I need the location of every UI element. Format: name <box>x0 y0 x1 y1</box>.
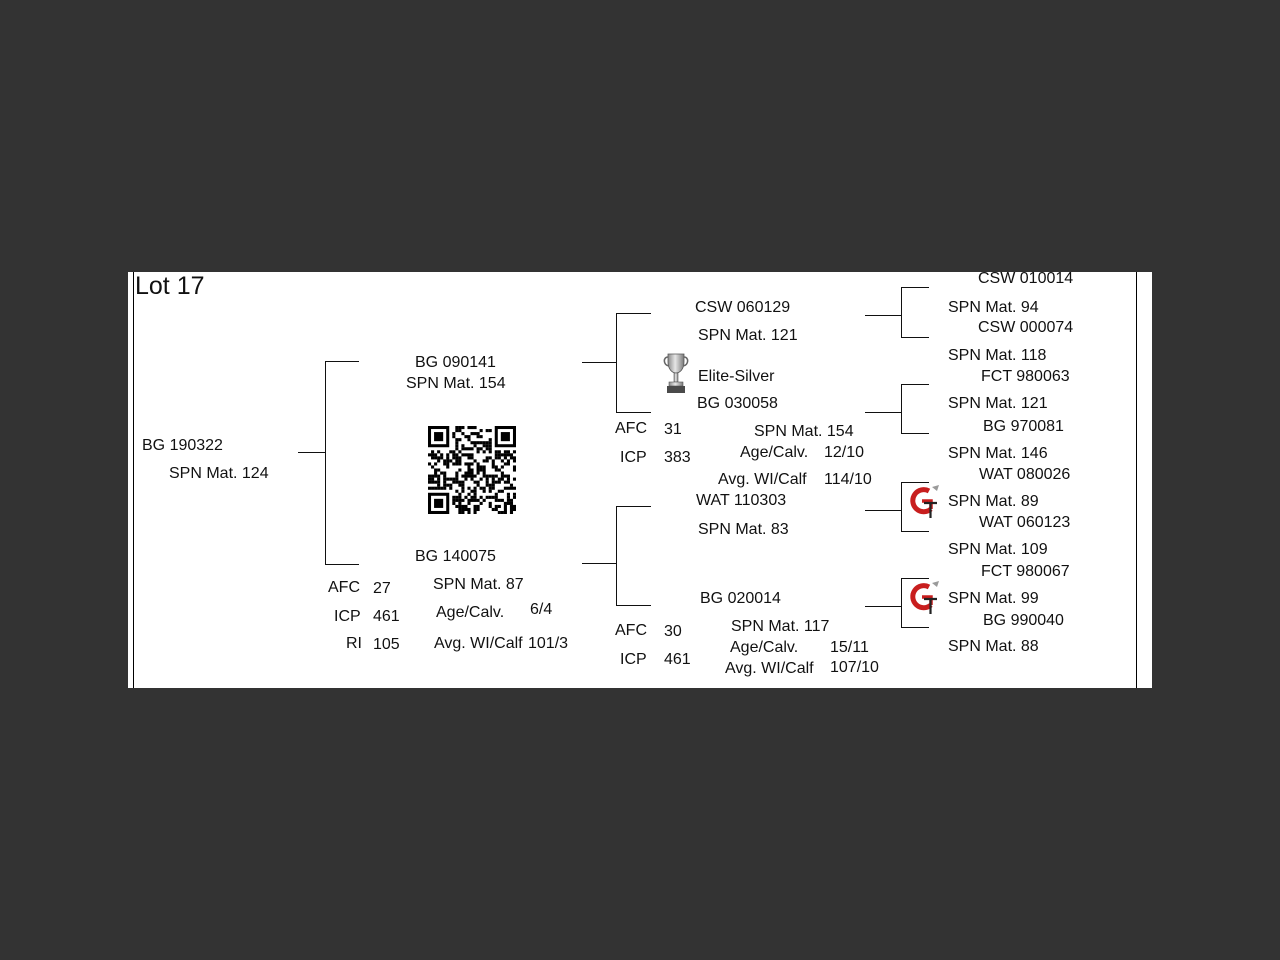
sire-mat: SPN Mat. 154 <box>406 375 506 392</box>
dam-afc-label: AFC <box>328 579 360 596</box>
dam-age-label: Age/Calv. <box>436 604 505 621</box>
bracket-line <box>582 563 616 564</box>
ggp-8-id: BG 990040 <box>983 612 1064 629</box>
dd-mat: SPN Mat. 117 <box>731 618 830 635</box>
dam-icp-label: ICP <box>334 608 361 625</box>
left-border <box>133 272 134 688</box>
bracket-line <box>901 482 902 531</box>
trophy-icon <box>663 353 689 393</box>
sd-age-label: Age/Calv. <box>740 444 809 461</box>
bracket-line <box>616 313 651 314</box>
sd-avg-label: Avg. WI/Calf <box>718 471 807 488</box>
ggp-1-mat: SPN Mat. 94 <box>948 299 1039 316</box>
dam-ri-value: 105 <box>373 636 400 653</box>
bracket-line <box>901 287 929 288</box>
bracket-line <box>616 605 651 606</box>
sd-icp-label: ICP <box>620 449 647 466</box>
bracket-line <box>865 412 901 413</box>
ds-mat: SPN Mat. 83 <box>698 521 789 538</box>
sd-afc-label: AFC <box>615 420 647 437</box>
ggp-8-mat: SPN Mat. 88 <box>948 638 1039 655</box>
bracket-line <box>901 287 902 337</box>
bracket-line <box>616 313 617 412</box>
ggp-4-mat: SPN Mat. 146 <box>948 445 1048 462</box>
bracket-line <box>901 433 929 434</box>
gt-logo-icon <box>910 485 939 518</box>
dd-icp-value: 461 <box>664 651 691 668</box>
ggp-3-id: FCT 980063 <box>981 368 1070 385</box>
dd-avg-label: Avg. WI/Calf <box>725 660 814 677</box>
dd-afc-value: 30 <box>664 623 682 640</box>
right-border <box>1136 272 1137 688</box>
bracket-line <box>901 337 929 338</box>
bracket-line <box>901 578 929 579</box>
bracket-line <box>325 564 359 565</box>
subject-mat: SPN Mat. 124 <box>169 465 269 482</box>
dd-age-value: 15/11 <box>830 639 869 656</box>
sd-mat: SPN Mat. 154 <box>754 423 854 440</box>
sd-icp-value: 383 <box>664 449 691 466</box>
ggp-6-mat: SPN Mat. 109 <box>948 541 1048 558</box>
sd-afc-value: 31 <box>664 421 682 438</box>
ggp-3-mat: SPN Mat. 121 <box>948 395 1048 412</box>
bracket-line <box>901 384 929 385</box>
sire-id: BG 090141 <box>415 354 496 371</box>
dam-mat: SPN Mat. 87 <box>433 576 524 593</box>
bracket-line <box>901 627 929 628</box>
ggp-4-id: BG 970081 <box>983 418 1064 435</box>
sd-id: BG 030058 <box>697 395 778 412</box>
ggp-6-id: WAT 060123 <box>979 514 1071 531</box>
bracket-line <box>901 578 902 627</box>
dam-avg-label: Avg. WI/Calf <box>434 635 523 652</box>
sd-age-value: 12/10 <box>824 444 865 461</box>
ggp-1-id: CSW 010014 <box>978 272 1074 287</box>
ggp-5-mat: SPN Mat. 89 <box>948 493 1039 510</box>
bracket-line <box>325 361 359 362</box>
bracket-line <box>865 510 901 511</box>
sd-avg-value: 114/10 <box>824 471 872 488</box>
dam-icp-value: 461 <box>373 608 400 625</box>
sd-badge: Elite-Silver <box>698 368 775 385</box>
dd-age-label: Age/Calv. <box>730 639 799 656</box>
ggp-2-mat: SPN Mat. 118 <box>948 347 1047 364</box>
bracket-line <box>616 412 651 413</box>
ggp-7-mat: SPN Mat. 99 <box>948 590 1039 607</box>
bracket-line <box>616 506 651 507</box>
ggp-2-id: CSW 000074 <box>978 319 1074 336</box>
bracket-line <box>865 606 901 607</box>
dam-id: BG 140075 <box>415 548 496 565</box>
pedigree-document: Lot 17 BG 190322 SPN Mat. 124 BG 090141 … <box>128 272 1152 688</box>
bracket-line <box>901 482 929 483</box>
gt-logo-icon <box>910 581 939 614</box>
bracket-line <box>865 315 901 316</box>
ggp-7-id: FCT 980067 <box>981 563 1070 580</box>
dd-icp-label: ICP <box>620 651 647 668</box>
bracket-line <box>901 384 902 433</box>
ds-id: WAT 110303 <box>696 492 787 509</box>
dam-avg-value: 101/3 <box>528 635 569 652</box>
subject-id: BG 190322 <box>142 437 223 454</box>
lot-title: Lot 17 <box>135 272 205 300</box>
dd-avg-value: 107/10 <box>830 659 879 676</box>
ss-mat: SPN Mat. 121 <box>698 327 798 344</box>
bracket-line <box>901 531 929 532</box>
dd-id: BG 020014 <box>700 590 781 607</box>
dd-afc-label: AFC <box>615 622 647 639</box>
bracket-line <box>325 361 326 564</box>
dam-ri-label: RI <box>346 635 362 652</box>
bracket-line <box>582 362 616 363</box>
qr-code-icon <box>428 426 516 514</box>
dam-afc-value: 27 <box>373 580 391 597</box>
ggp-5-id: WAT 080026 <box>979 466 1071 483</box>
bracket-line <box>616 506 617 605</box>
ss-id: CSW 060129 <box>695 299 791 316</box>
dam-age-value: 6/4 <box>530 601 553 618</box>
bracket-line <box>298 452 325 453</box>
